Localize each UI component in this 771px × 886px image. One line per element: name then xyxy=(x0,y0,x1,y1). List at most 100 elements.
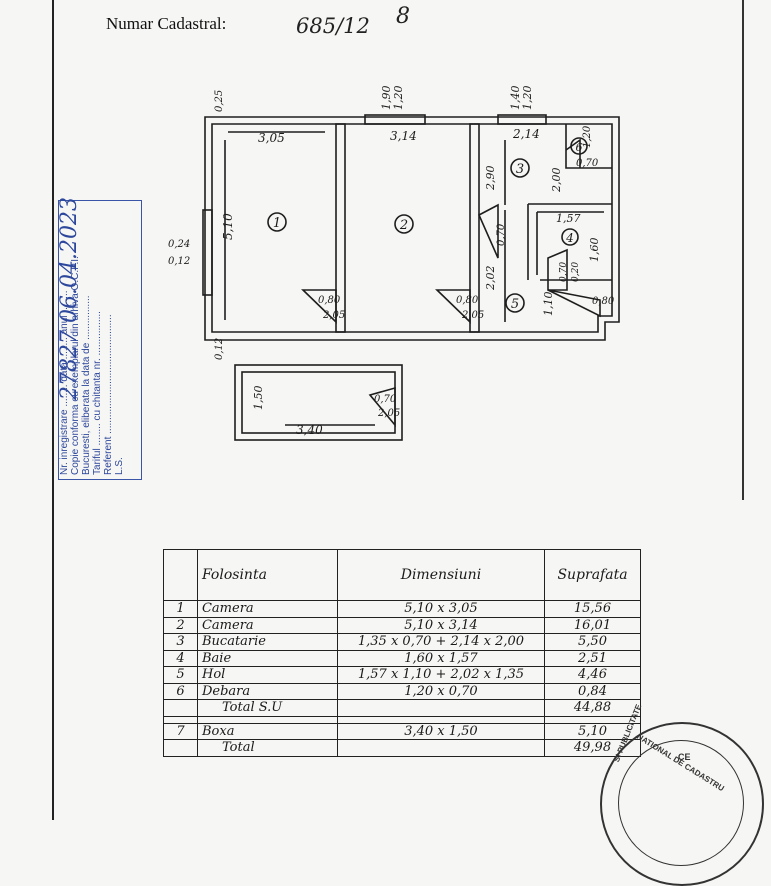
cell-nr xyxy=(163,715,198,724)
storage-box-outer xyxy=(234,364,403,441)
dim-label: 0,25 xyxy=(214,90,225,112)
outer-wall-inner xyxy=(211,123,613,333)
dim-label: 3,40 xyxy=(296,423,323,437)
cell-area xyxy=(543,715,642,724)
dim-label: 2,14 xyxy=(512,127,540,141)
dim-label: 0,12 xyxy=(168,256,190,267)
dim-label: 0,80 xyxy=(592,296,615,307)
cell-dim: 3,40 x 1,50 xyxy=(336,722,545,740)
cell-use: Bucatarie xyxy=(196,633,338,651)
cell-nr: 1 xyxy=(163,600,198,618)
stamp-line: Referent ...............................… xyxy=(103,314,114,475)
room-number: 1 xyxy=(273,216,281,231)
table-row: 7 Boxa 3,40 x 1,50 5,10 xyxy=(163,722,642,740)
room-number: 3 xyxy=(516,162,524,177)
cell-nr: 2 xyxy=(163,616,198,634)
header-cell: Dimensiuni xyxy=(336,549,545,601)
dim-label: 5,10 xyxy=(221,213,235,240)
cell-area: 2,51 xyxy=(543,649,642,667)
dim-label: 0,70 xyxy=(576,158,599,169)
cadastral-extra-mark: 8 xyxy=(396,4,410,29)
cell-dim: 1,20 x 0,70 xyxy=(336,682,545,700)
table-row: 1 Camera 5,10 x 3,05 15,56 xyxy=(163,600,642,618)
dim-label: 0,24 xyxy=(168,239,190,250)
dim-label: 0,12 xyxy=(214,338,225,360)
dim-label: 2,05 xyxy=(461,310,484,321)
cell-dim: 1,57 x 1,10 + 2,02 x 1,35 xyxy=(336,666,545,684)
cell-dim: 1,60 x 1,57 xyxy=(336,649,545,667)
cell-dim: 1,35 x 0,70 + 2,14 x 2,00 xyxy=(336,633,545,651)
surface-table: Folosinta Dimensiuni Suprafata 1 Camera … xyxy=(163,549,642,757)
dim-label: 2,00 xyxy=(550,168,563,194)
wall-1-2 xyxy=(335,123,346,333)
dim-label: 0,80 xyxy=(318,295,341,306)
cell-area: 5,50 xyxy=(543,633,642,651)
wall-room-4 xyxy=(527,203,612,281)
dim-label: 0,20 xyxy=(571,262,581,282)
room-circle-3 xyxy=(510,158,530,178)
dim-label: 2,05 xyxy=(377,408,400,419)
right-border-line xyxy=(742,0,744,500)
cell-area: 0,84 xyxy=(543,682,642,700)
dim-label: 0,70 xyxy=(496,223,507,246)
cadastral-number-value: 685/12 xyxy=(296,14,370,38)
cell-nr: 5 xyxy=(163,666,198,684)
cell-area: 16,01 xyxy=(543,616,642,634)
cell-dim xyxy=(336,739,545,757)
dim-label: 1,20 xyxy=(582,125,593,148)
room-number: 2 xyxy=(399,218,408,233)
dim-label: 0,70 xyxy=(374,394,397,405)
header-cell xyxy=(163,549,198,601)
stamp-handwritten-number: 27827 06.04.2023 xyxy=(57,197,82,401)
cell-use: Baie xyxy=(196,649,338,667)
dim-label: 3,05 xyxy=(258,131,285,145)
cell-area: 15,56 xyxy=(543,600,642,618)
cell-dim: 5,10 x 3,05 xyxy=(336,600,545,618)
header-cell: Suprafata xyxy=(543,549,642,601)
table-row: 5 Hol 1,57 x 1,10 + 2,02 x 1,35 4,46 xyxy=(163,666,642,684)
dim-label: 3,14 xyxy=(390,129,417,143)
cell-dim: 5,10 x 3,14 xyxy=(336,616,545,634)
dim-label: 2,05 xyxy=(322,310,345,321)
door-room-4 xyxy=(547,248,568,291)
room-number: 4 xyxy=(565,231,574,245)
table-row: 3 Bucatarie 1,35 x 0,70 + 2,14 x 2,00 5,… xyxy=(163,633,642,651)
stamp-line: L.S. xyxy=(114,457,125,475)
document-page: Numar Cadastral: 685/12 8 xyxy=(52,0,764,886)
cell-dim xyxy=(336,699,545,717)
cell-area: 44,88 xyxy=(543,699,642,717)
cell-use xyxy=(196,715,338,724)
table-row-total: Total 49,98 xyxy=(163,739,642,757)
floor-plan: 3,05 3,14 2,14 1,20 0,70 2,90 2,00 1,57 … xyxy=(168,86,620,441)
cell-use: Camera xyxy=(196,616,338,634)
round-stamp-text-center: CE xyxy=(678,752,691,762)
table-row-total-su: Total S.U 44,88 xyxy=(163,699,642,717)
cell-area: 4,46 xyxy=(543,666,642,684)
dim-label: 0,70 xyxy=(559,262,569,282)
wall-2-3 xyxy=(469,123,480,333)
wall-room-6 xyxy=(565,124,612,169)
left-margin-line xyxy=(52,0,54,820)
table-row-spacer xyxy=(163,715,642,724)
window-room-2 xyxy=(364,114,426,125)
window-room-3 xyxy=(497,114,547,125)
cell-nr: 3 xyxy=(163,633,198,651)
cell-nr xyxy=(163,699,198,717)
cell-nr: 7 xyxy=(163,722,198,740)
cell-use: Camera xyxy=(196,600,338,618)
table-row: 6 Debara 1,20 x 0,70 0,84 xyxy=(163,682,642,700)
header-cell: Folosinta xyxy=(196,549,338,601)
cell-area: 5,10 xyxy=(543,722,642,740)
room-circle-6 xyxy=(570,137,588,155)
door-room-2 xyxy=(435,289,471,324)
dim-label: 1,57 xyxy=(556,212,581,225)
table-row: 4 Baie 1,60 x 1,57 2,51 xyxy=(163,649,642,667)
outer-wall-outline xyxy=(204,116,620,341)
dim-label: 1,90 xyxy=(380,86,393,111)
cell-nr: 6 xyxy=(163,682,198,700)
room-circle-1 xyxy=(267,212,287,232)
cadastral-number-label: Numar Cadastral: xyxy=(106,14,227,33)
archive-stamp: Nr. inregistrare ........ data ........ … xyxy=(58,200,142,480)
room-circle-4 xyxy=(561,228,579,246)
cell-use: Hol xyxy=(196,666,338,684)
